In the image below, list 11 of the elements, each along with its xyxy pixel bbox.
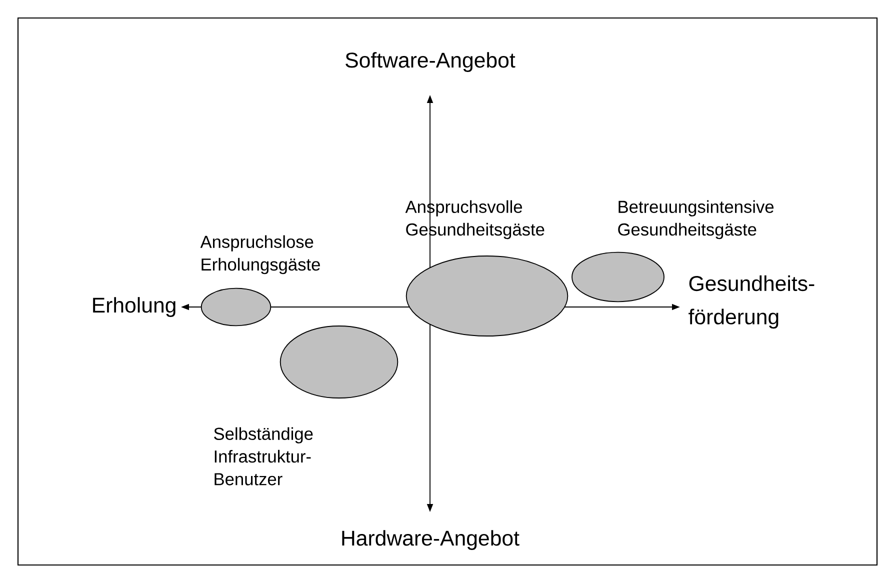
- axis-label: Software-Angebot: [346, 52, 516, 72]
- ellipse: [200, 288, 272, 326]
- group-label: Selbständige Infrastruktur- Benutzer: [214, 427, 313, 486]
- ellipse: [280, 326, 398, 398]
- ellipse: [572, 252, 664, 302]
- axis-label: Hardware-Angebot: [342, 530, 520, 550]
- group-label: Betreuungsintensive Gesundheitsgäste: [618, 200, 774, 240]
- group-label: Anspruchslose Erholungsgäste: [200, 235, 320, 274]
- axis-label: Gesundheits- förderung: [688, 275, 814, 329]
- ellipse: [406, 256, 568, 336]
- axis-label: Erholung: [93, 297, 176, 317]
